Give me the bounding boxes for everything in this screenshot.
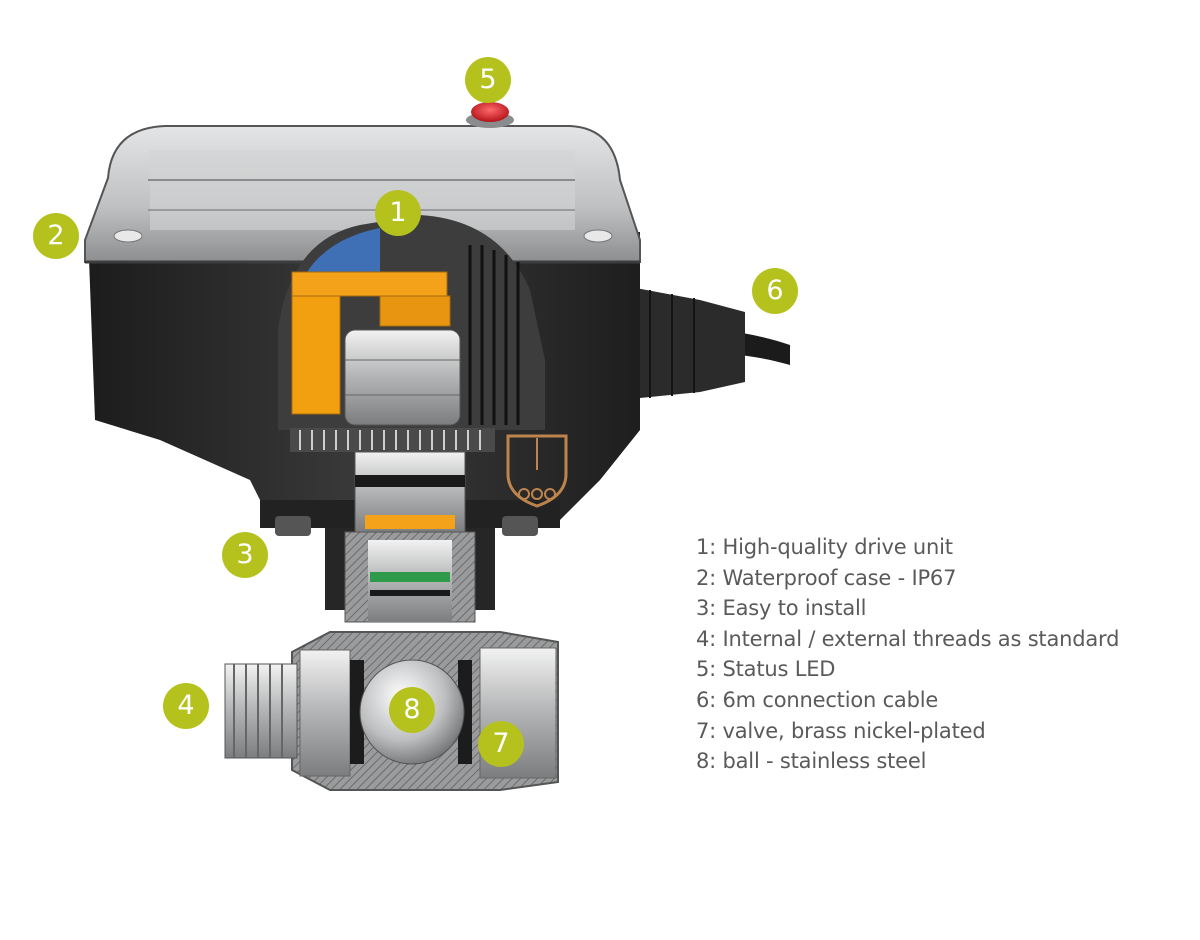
callout-badge-2: 2 — [33, 213, 79, 259]
legend-item: 6: 6m connection cable — [696, 687, 939, 712]
callout-badge-5: 5 — [465, 57, 511, 103]
legend-item: 8: ball - stainless steel — [696, 749, 927, 774]
legend-item: 5: Status LED — [696, 657, 836, 682]
callout-badge-6: 6 — [752, 268, 798, 314]
status-led — [466, 102, 514, 128]
actuator-lid — [84, 125, 641, 264]
callout-badge-8: 8 — [389, 687, 435, 733]
watermark-crest-icon — [506, 434, 568, 508]
valve-stem — [344, 451, 476, 623]
legend-item: 4: Internal / external threads as standa… — [696, 626, 1120, 651]
callout-badge-7: 7 — [478, 721, 524, 767]
legend-item: 2: Waterproof case - IP67 — [696, 565, 957, 590]
legend-item: 7: valve, brass nickel-plated — [696, 718, 986, 743]
callout-badge-1: 1 — [375, 190, 421, 236]
legend-item: 3: Easy to install — [696, 596, 867, 621]
drive-unit-cutaway — [278, 215, 545, 452]
connection-cable — [620, 285, 790, 400]
legend-item: 1: High-quality drive unit — [696, 535, 953, 559]
callout-badge-4: 4 — [163, 683, 209, 729]
callout-badge-3: 3 — [222, 532, 268, 578]
component-legend: 1: High-quality drive unit 2: Waterproof… — [696, 532, 1119, 777]
